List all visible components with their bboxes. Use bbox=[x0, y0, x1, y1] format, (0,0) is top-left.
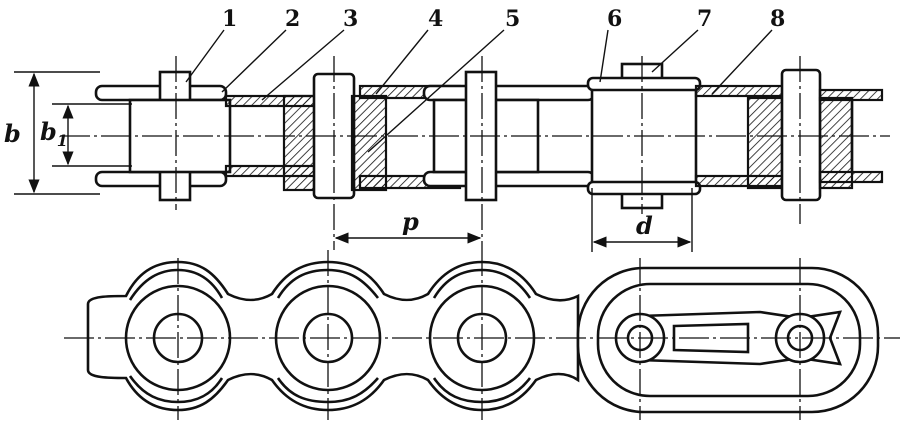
outer-plate-bottom-2 bbox=[422, 170, 596, 188]
bushing-3 bbox=[746, 96, 784, 190]
label-8: 8 bbox=[770, 6, 785, 32]
spring-clip-slot bbox=[672, 322, 750, 354]
inner-plate-top-4 bbox=[818, 88, 884, 102]
label-3: 3 bbox=[343, 6, 358, 32]
dimension-b-group: b b1 bbox=[4, 71, 132, 195]
spring-clip bbox=[638, 310, 843, 366]
leader-5 bbox=[367, 29, 505, 153]
dimension-d-group: d bbox=[591, 188, 693, 252]
leader-2 bbox=[221, 29, 287, 93]
label-7: 7 bbox=[697, 6, 712, 32]
label-2: 2 bbox=[285, 6, 300, 32]
dim-label-b1: b1 bbox=[40, 117, 68, 150]
pin-4 bbox=[780, 68, 822, 202]
chain-front-view bbox=[64, 250, 900, 420]
dimension-p-group: p bbox=[334, 207, 482, 244]
part-labels: 1 2 3 4 5 6 7 8 bbox=[185, 6, 785, 153]
leader-6 bbox=[599, 29, 609, 83]
dim-label-b1-base: b bbox=[40, 117, 57, 146]
outer-plate-bottom-3 bbox=[586, 180, 702, 196]
dim-label-b1-sub: 1 bbox=[57, 131, 68, 150]
label-6: 6 bbox=[607, 6, 622, 32]
label-4: 4 bbox=[428, 6, 443, 32]
label-1: 1 bbox=[222, 6, 237, 32]
leader-4 bbox=[375, 29, 429, 95]
chain-side-view bbox=[60, 56, 890, 250]
connecting-link-inner bbox=[596, 282, 862, 398]
connecting-link-plate bbox=[576, 266, 880, 414]
inner-plate-bottom-4 bbox=[818, 170, 884, 184]
outer-plate-top-3 bbox=[586, 76, 702, 92]
leader-8 bbox=[711, 29, 773, 95]
dim-label-p: p bbox=[402, 207, 419, 236]
outer-plate-top-2 bbox=[422, 84, 596, 102]
inner-plate-top-3 bbox=[694, 84, 788, 98]
leader-1 bbox=[185, 29, 225, 83]
dim-label-d: d bbox=[636, 211, 653, 240]
leader-3 bbox=[261, 29, 345, 101]
dim-label-b: b bbox=[4, 119, 21, 148]
bushing-2 bbox=[350, 94, 388, 192]
label-5: 5 bbox=[505, 6, 520, 32]
leader-7 bbox=[651, 29, 699, 73]
